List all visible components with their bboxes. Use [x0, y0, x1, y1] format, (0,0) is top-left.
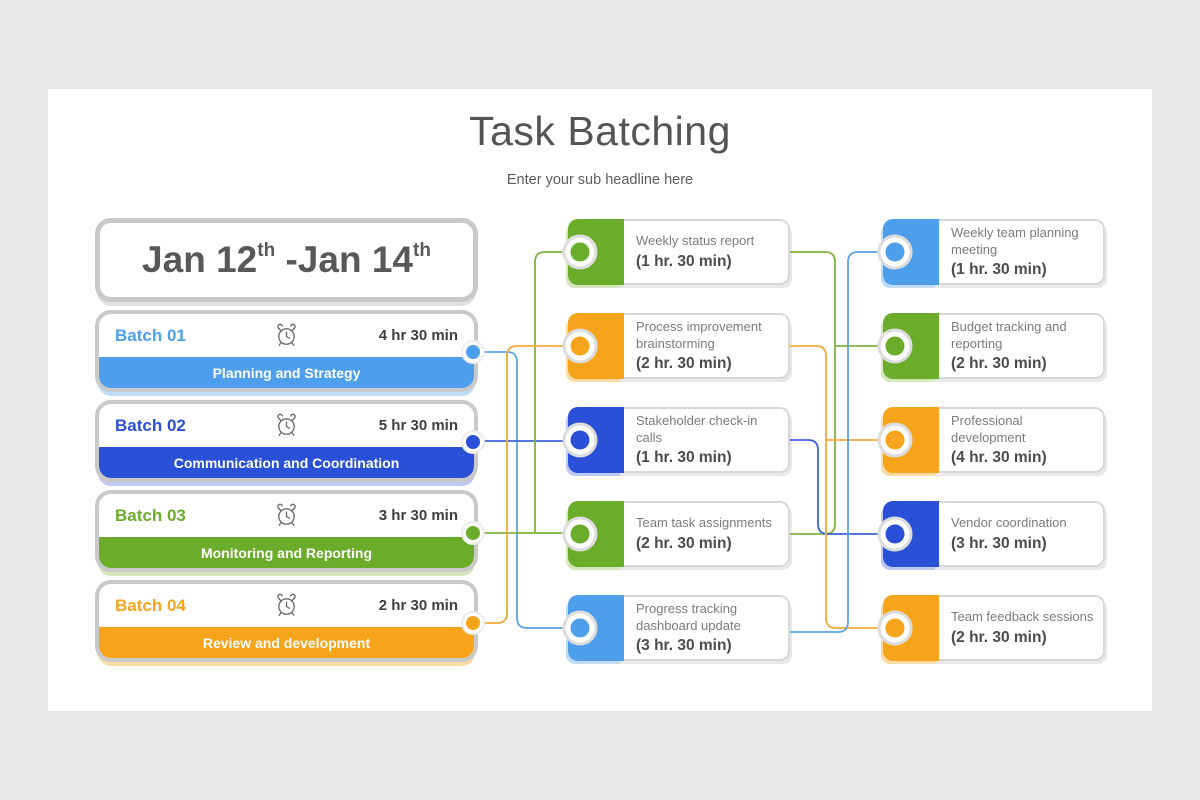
batch-header-row: Batch 03 3 hr 30 min [99, 494, 474, 537]
task-color-tab [883, 219, 939, 285]
batch-duration: 5 hr 30 min [378, 417, 458, 434]
task-duration: (3 hr. 30 min) [636, 636, 732, 654]
task-card-stakeholder-checkin: Stakeholder check-in calls (1 hr. 30 min… [568, 407, 790, 473]
batch-label: Batch 02 [115, 415, 186, 435]
task-card-team-task-assignments: Team task assignments (2 hr. 30 min) [568, 501, 790, 567]
batch-duration: 2 hr 30 min [378, 597, 458, 614]
task-color-tab [883, 407, 939, 473]
task-title: Vendor coordination [951, 515, 1067, 531]
batch-card-02: Batch 02 5 hr 30 min Communication and C… [95, 400, 478, 482]
batch-label: Batch 04 [115, 595, 186, 615]
batch-header-row: Batch 04 2 hr 30 min [99, 584, 474, 627]
alarm-clock-icon [235, 503, 338, 528]
task-title: Process improvement brainstorming [636, 319, 762, 351]
batch-card-03: Batch 03 3 hr 30 min Monitoring and Repo… [95, 490, 478, 572]
task-title: Weekly team planning meeting [951, 225, 1079, 257]
batch-category-banner: Monitoring and Reporting [99, 537, 474, 568]
date-range-text: Jan 12th -Jan 14th [142, 239, 431, 280]
batch-card-04: Batch 04 2 hr 30 min Review and developm… [95, 580, 478, 662]
batch-header-row: Batch 01 4 hr 30 min [99, 314, 474, 357]
task-duration: (4 hr. 30 min) [951, 448, 1047, 466]
alarm-clock-icon [235, 593, 338, 618]
task-card-budget-tracking: Budget tracking and reporting (2 hr. 30 … [883, 313, 1105, 379]
task-duration: (1 hr. 30 min) [636, 252, 732, 270]
task-color-tab [883, 595, 939, 661]
batch-category-banner: Communication and Coordination [99, 447, 474, 478]
task-duration: (3 hr. 30 min) [951, 534, 1047, 552]
batch-label: Batch 03 [115, 505, 186, 525]
task-duration: (2 hr. 30 min) [636, 354, 732, 372]
task-color-tab [883, 501, 939, 567]
batch-card-01: Batch 01 4 hr 30 min Planning and Strate… [95, 310, 478, 392]
task-duration: (2 hr. 30 min) [951, 628, 1047, 646]
task-duration: (2 hr. 30 min) [636, 534, 732, 552]
task-duration: (1 hr. 30 min) [636, 448, 732, 466]
task-title: Budget tracking and reporting [951, 319, 1067, 351]
batch-category-banner: Review and development [99, 627, 474, 658]
task-card-progress-tracking: Progress tracking dashboard update (3 hr… [568, 595, 790, 661]
alarm-clock-icon [235, 413, 338, 438]
task-card-vendor-coordination: Vendor coordination (3 hr. 30 min) [883, 501, 1105, 567]
task-card-process-improvement: Process improvement brainstorming (2 hr.… [568, 313, 790, 379]
task-card-weekly-team-planning: Weekly team planning meeting (1 hr. 30 m… [883, 219, 1105, 285]
task-title: Progress tracking dashboard update [636, 601, 741, 633]
page-subtitle: Enter your sub headline here [506, 172, 694, 188]
task-title: Professional development [951, 413, 1026, 445]
task-title: Team feedback sessions [951, 609, 1094, 625]
task-color-tab [883, 313, 939, 379]
task-color-tab [568, 595, 624, 661]
task-title: Weekly status report [636, 233, 755, 249]
task-color-tab [568, 219, 624, 285]
task-title: Stakeholder check-in calls [636, 413, 758, 445]
batch-duration: 4 hr 30 min [378, 327, 458, 344]
batch-label: Batch 01 [115, 325, 186, 345]
task-duration: (1 hr. 30 min) [951, 260, 1047, 278]
task-color-tab [568, 313, 624, 379]
task-color-tab [568, 407, 624, 473]
date-range-card: Jan 12th -Jan 14th [95, 218, 478, 302]
task-card-team-feedback: Team feedback sessions (2 hr. 30 min) [883, 595, 1105, 661]
task-card-professional-development: Professional development (4 hr. 30 min) [883, 407, 1105, 473]
batch-category-banner: Planning and Strategy [99, 357, 474, 388]
batch-header-row: Batch 02 5 hr 30 min [99, 404, 474, 447]
task-card-weekly-status-report: Weekly status report (1 hr. 30 min) [568, 219, 790, 285]
alarm-clock-icon [235, 323, 338, 348]
task-duration: (2 hr. 30 min) [951, 354, 1047, 372]
task-color-tab [568, 501, 624, 567]
batch-duration: 3 hr 30 min [378, 507, 458, 524]
page-title: Task Batching [469, 108, 731, 154]
task-title: Team task assignments [636, 515, 772, 531]
